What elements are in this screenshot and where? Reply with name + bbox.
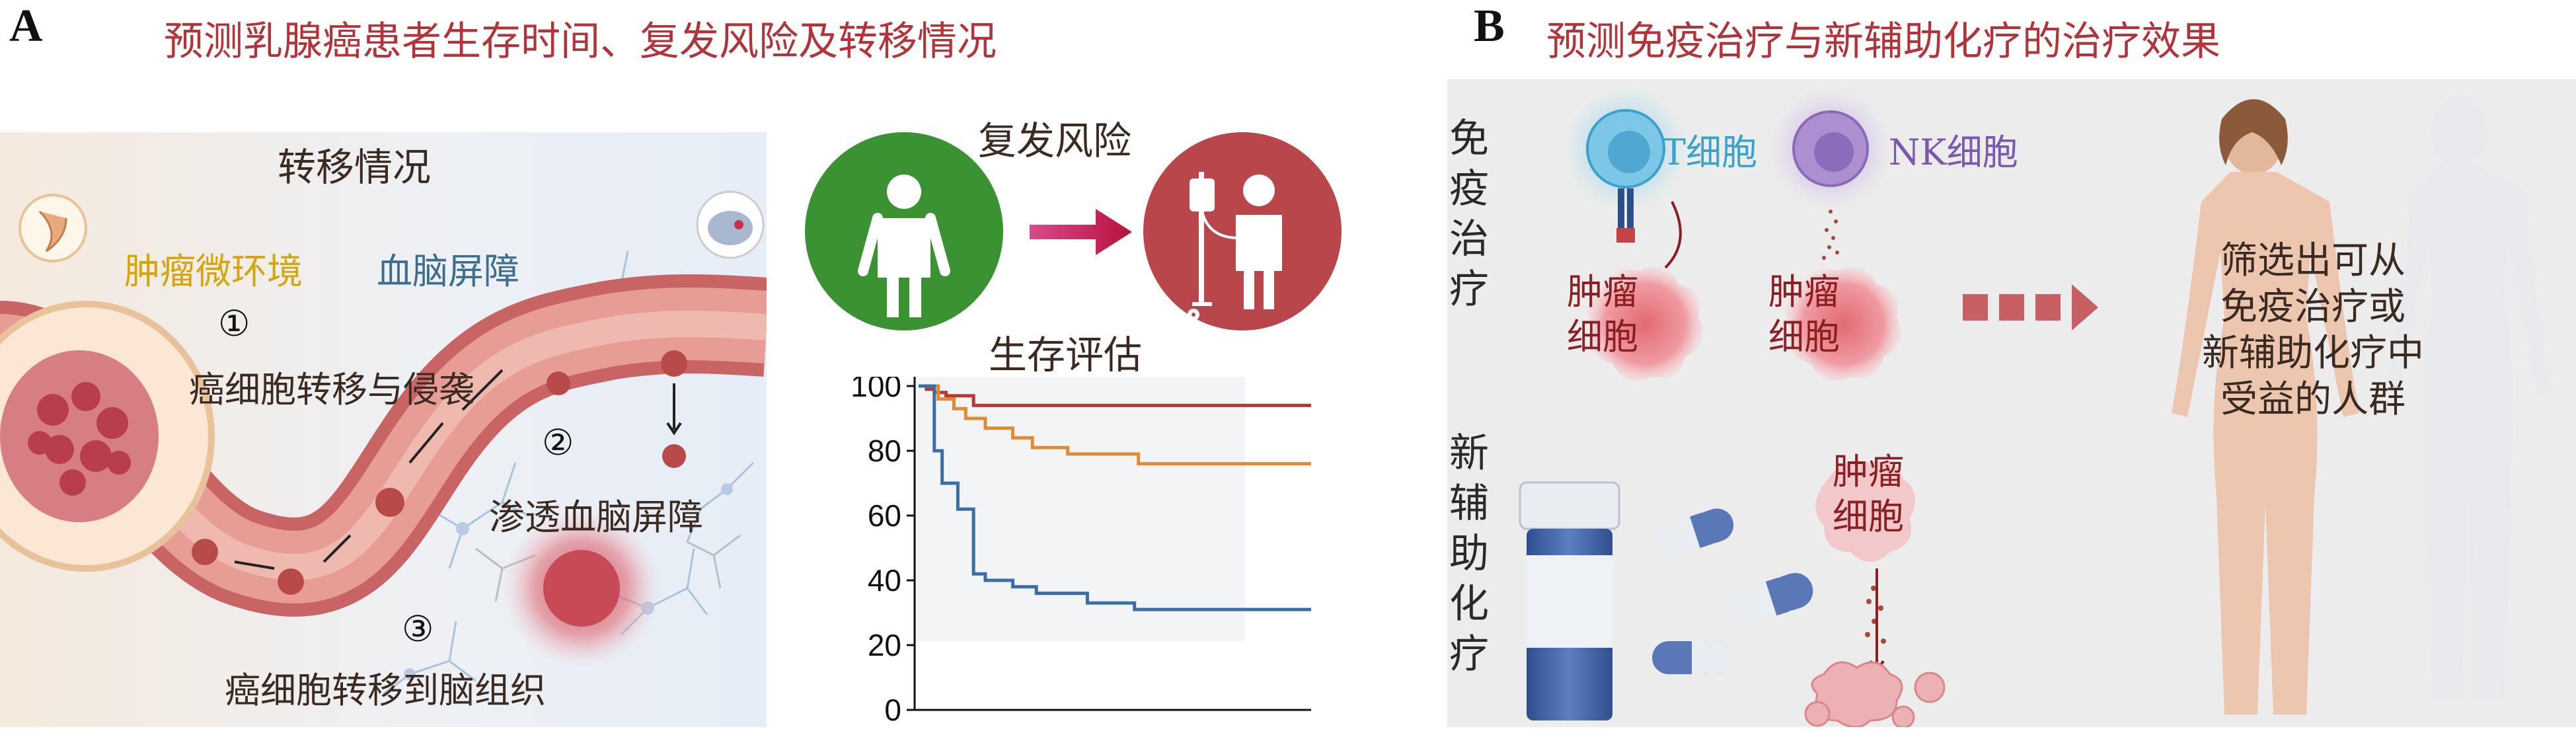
t-cell-receptor-tip	[1616, 228, 1635, 243]
immuno-char-1: 免	[1449, 116, 1489, 162]
circulating-tumor-cells	[192, 350, 687, 595]
chemo-char-2: 辅	[1449, 481, 1489, 527]
tumor-cell-3	[1815, 461, 1915, 562]
metastasis-title: 转移情况	[278, 145, 432, 190]
step3-label: 癌细胞转移到脑组织	[225, 670, 546, 711]
recurrence-title: 复发风险	[978, 118, 1132, 163]
nk-cell-label: NK细胞	[1889, 132, 2018, 173]
panel-a-title: 预测乳腺癌患者生存时间、复发风险及转移情况	[164, 19, 997, 65]
step1-label: 癌细胞转移与侵袭	[189, 369, 474, 410]
therapy-illustration	[1519, 86, 2098, 727]
metastasis-svg	[0, 132, 770, 727]
result-line-4: 受益的人群	[2220, 378, 2406, 421]
migration-arrows	[234, 369, 682, 570]
person-icon	[858, 175, 950, 317]
km-chart-svg: 0 20 40 60 80 100	[851, 369, 1311, 727]
bbb-label: 血脑屏障	[377, 251, 519, 292]
immuno-char-4: 疗	[1449, 266, 1489, 313]
capsules	[1652, 508, 1813, 674]
healthy-person-circle	[805, 132, 1003, 330]
t-cell-nucleus	[1608, 131, 1650, 173]
survival-curve-blue	[919, 384, 1311, 611]
nk-granules	[1822, 210, 1839, 260]
tumor-cell-label-2: 肿瘤 细胞	[1758, 270, 1850, 360]
series-group	[919, 384, 1311, 611]
female-figure	[2172, 99, 2359, 715]
t-cell-receptor	[1618, 188, 1624, 228]
dashed-arrow-icon	[1963, 284, 2098, 330]
tumor-cell-label-3: 肿瘤 细胞	[1822, 449, 1914, 539]
pill-bottle-cap	[1519, 481, 1620, 530]
tumor-cell-label-1-line1: 肿瘤	[1567, 271, 1638, 313]
t-cell-arrow	[1664, 201, 1682, 269]
immuno-char-3: 治	[1449, 216, 1489, 262]
result-line-3: 新辅助化疗中	[2202, 332, 2424, 375]
primary-tumor-cells	[28, 382, 131, 496]
tumor-cell-2	[1786, 266, 1901, 381]
y-tick-label: 0	[884, 693, 901, 727]
step2-label: 渗透血脑屏障	[489, 496, 703, 538]
nk-cell-nucleus	[1814, 132, 1854, 172]
y-tick-label: 40	[868, 563, 901, 598]
tumor-cell-label-2-line2: 细胞	[1768, 316, 1840, 358]
immunotherapy-label: 免 疫 治 疗	[1446, 114, 1492, 315]
tumor-cell-1	[1587, 266, 1703, 381]
tumor-microenvironment-label: 肿瘤微环境	[124, 251, 303, 292]
panel-b-title: 预测免疫治疗与新辅助化疗的治疗效果	[1546, 19, 2220, 65]
tumor-cell-label-1-line2: 细胞	[1567, 316, 1638, 358]
brain-tumor	[543, 550, 620, 627]
metastasis-illustration	[0, 132, 770, 727]
step1-number: ①	[218, 303, 250, 344]
patient-circle	[1143, 132, 1342, 330]
dying-tumor-cells	[1804, 661, 1946, 727]
y-tick-group: 0 20 40 60 80 100	[851, 369, 915, 727]
step3-number: ③	[402, 608, 434, 650]
human-figures	[2172, 98, 2551, 715]
tumor-cell-label-2-line1: 肿瘤	[1768, 271, 1840, 313]
survival-chart: 0 20 40 60 80 100	[818, 369, 1347, 734]
brain-icon-shape	[708, 211, 753, 245]
result-line-2: 免疫治疗或	[2220, 286, 2406, 329]
chemo-char-1: 新	[1449, 430, 1489, 477]
chemo-char-3: 助	[1449, 531, 1489, 577]
pill-bottle-label	[1527, 555, 1612, 648]
chemotherapy-label: 新 辅 助 化 疗	[1446, 428, 1492, 679]
tumor-cell-label-3-line1: 肿瘤	[1833, 451, 1904, 492]
patient-iv-icon	[1188, 172, 1282, 321]
chemo-particles	[1865, 586, 1886, 644]
survival-title: 生存评估	[989, 332, 1143, 377]
tumor-cell-label-1: 肿瘤 细胞	[1556, 270, 1649, 360]
brain-icon-tumor	[734, 220, 743, 229]
beneficiary-text: 筛选出可从 免疫治疗或 新辅助化疗中 受益的人群	[2174, 238, 2452, 423]
y-tick-label: 20	[868, 628, 901, 662]
step2-number: ②	[542, 422, 574, 463]
faded-figure	[2386, 98, 2551, 697]
chemo-char-5: 疗	[1449, 631, 1489, 678]
breast-icon-shape	[38, 210, 67, 252]
panel-b-letter: B	[1474, 1, 1505, 52]
chemo-char-4: 化	[1449, 581, 1489, 627]
result-line-1: 筛选出可从	[2220, 239, 2406, 282]
survival-curve-orange	[919, 384, 1311, 466]
primary-tumor	[0, 350, 159, 522]
t-cell-label: T细胞	[1662, 132, 1758, 173]
y-tick-label: 60	[868, 498, 901, 533]
y-tick-label: 100	[851, 377, 901, 403]
tumor-cell-label-3-line2: 细胞	[1833, 496, 1904, 537]
extravasated-cell	[662, 444, 686, 468]
arrow-icon	[1030, 209, 1132, 258]
panel-a-letter: A	[9, 1, 43, 52]
y-tick-label: 80	[868, 434, 901, 468]
immuno-char-2: 疫	[1449, 166, 1489, 212]
